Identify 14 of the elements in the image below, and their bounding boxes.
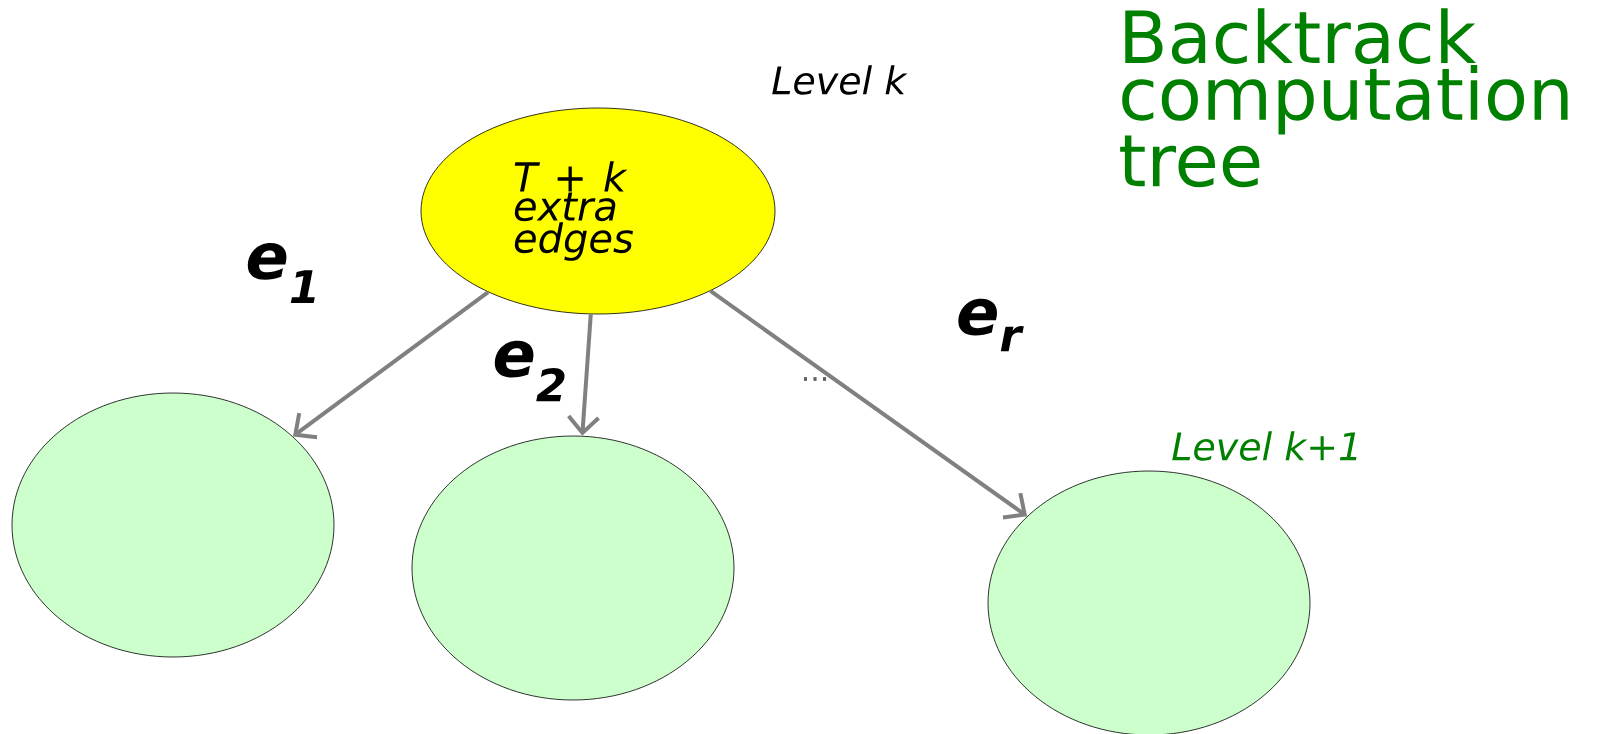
arrow bbox=[292, 290, 490, 440]
ellipse-node bbox=[987, 470, 1311, 734]
ellipsis: ... bbox=[803, 377, 827, 381]
level-label: Level k+1 bbox=[1172, 431, 1357, 461]
level-label: Level k bbox=[772, 65, 908, 95]
ellipse-node bbox=[411, 435, 735, 701]
ellipse-node bbox=[11, 392, 335, 658]
edge-label: e$_{r}$ bbox=[958, 298, 1024, 352]
edge-label: e$_{1}$ bbox=[247, 243, 315, 303]
arrow bbox=[709, 289, 1028, 520]
arrow bbox=[567, 314, 600, 436]
edge-label: e$_{2}$ bbox=[494, 340, 565, 402]
title: Backtrack computation tree bbox=[1120, 8, 1568, 188]
ellipse-node: T + k extra edges bbox=[420, 107, 776, 315]
